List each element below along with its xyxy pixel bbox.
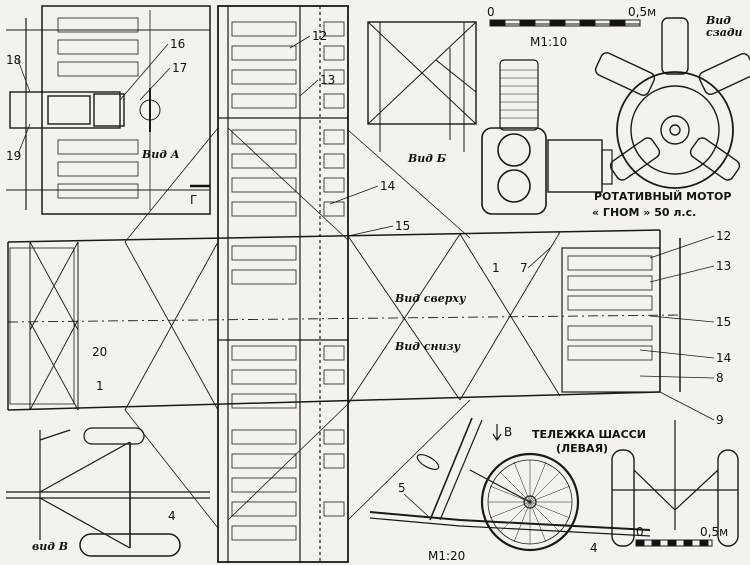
view-g-label: Г — [190, 193, 197, 207]
view-a-drawing — [6, 5, 211, 215]
engine-rear-drawing — [594, 17, 750, 189]
callout-15-right: 15 — [716, 315, 731, 329]
scale-m110-label: М1:10 — [530, 35, 567, 49]
engine-side-drawing — [481, 59, 613, 215]
scale-bottom-half: 0,5м — [700, 525, 728, 539]
chassis-title-2: (ЛЕВАЯ) — [556, 442, 608, 455]
scale-bar-bottom — [635, 539, 713, 547]
chassis-arrow-label: В — [504, 425, 512, 439]
callout-9: 9 — [716, 413, 724, 427]
callout-5: 5 — [398, 481, 406, 495]
callout-1-right: 1 — [492, 261, 500, 275]
view-bottom-label: Вид снизу — [394, 340, 462, 353]
view-v-drawing — [6, 427, 210, 557]
callout-4-right: 4 — [590, 541, 598, 555]
callout-leaders — [17, 35, 715, 517]
view-v-arrow-icon — [492, 424, 502, 442]
engine-title-2: « ГНОМ » 50 л.с. — [592, 206, 696, 219]
view-b-drawing — [367, 21, 477, 152]
callout-14-top: 14 — [380, 179, 395, 193]
callout-19: 19 — [6, 149, 21, 163]
view-v-label: вид В — [32, 540, 68, 553]
callout-4-left: 4 — [168, 509, 176, 523]
view-b-label: Вид Б — [407, 152, 447, 165]
scale-bottom-zero: 0 — [636, 525, 644, 539]
callout-20: 20 — [92, 345, 107, 359]
main-wing — [217, 5, 349, 563]
view-a-label: Вид А — [141, 148, 180, 161]
callout-18: 18 — [6, 53, 21, 67]
callout-13-top: 13 — [320, 73, 335, 87]
chassis-drawing — [369, 417, 739, 552]
view-rear-label-2: сзади — [706, 26, 743, 39]
chassis-title-1: ТЕЛЕЖКА ШАССИ — [532, 428, 646, 441]
callout-12-top: 12 — [312, 29, 327, 43]
fuselage — [7, 127, 681, 529]
callout-7: 7 — [520, 261, 528, 275]
callout-15-top: 15 — [395, 219, 410, 233]
callout-17: 17 — [172, 61, 187, 75]
view-top-label: Вид сверху — [394, 292, 467, 305]
scale-m120-label: М1:20 — [428, 549, 465, 563]
view-rear-label: Вид — [705, 14, 731, 27]
scale-top-half: 0,5м — [628, 5, 656, 19]
callout-13-right: 13 — [716, 259, 731, 273]
callout-12-right: 12 — [716, 229, 731, 243]
callout-14-right: 14 — [716, 351, 731, 365]
callout-1-left: 1 — [96, 379, 104, 393]
callout-8: 8 — [716, 371, 724, 385]
scale-top-zero: 0 — [487, 5, 495, 19]
callout-16: 16 — [170, 37, 185, 51]
engine-title-1: РОТАТИВНЫЙ МОТОР — [594, 190, 731, 203]
scale-bar-top — [489, 19, 641, 27]
